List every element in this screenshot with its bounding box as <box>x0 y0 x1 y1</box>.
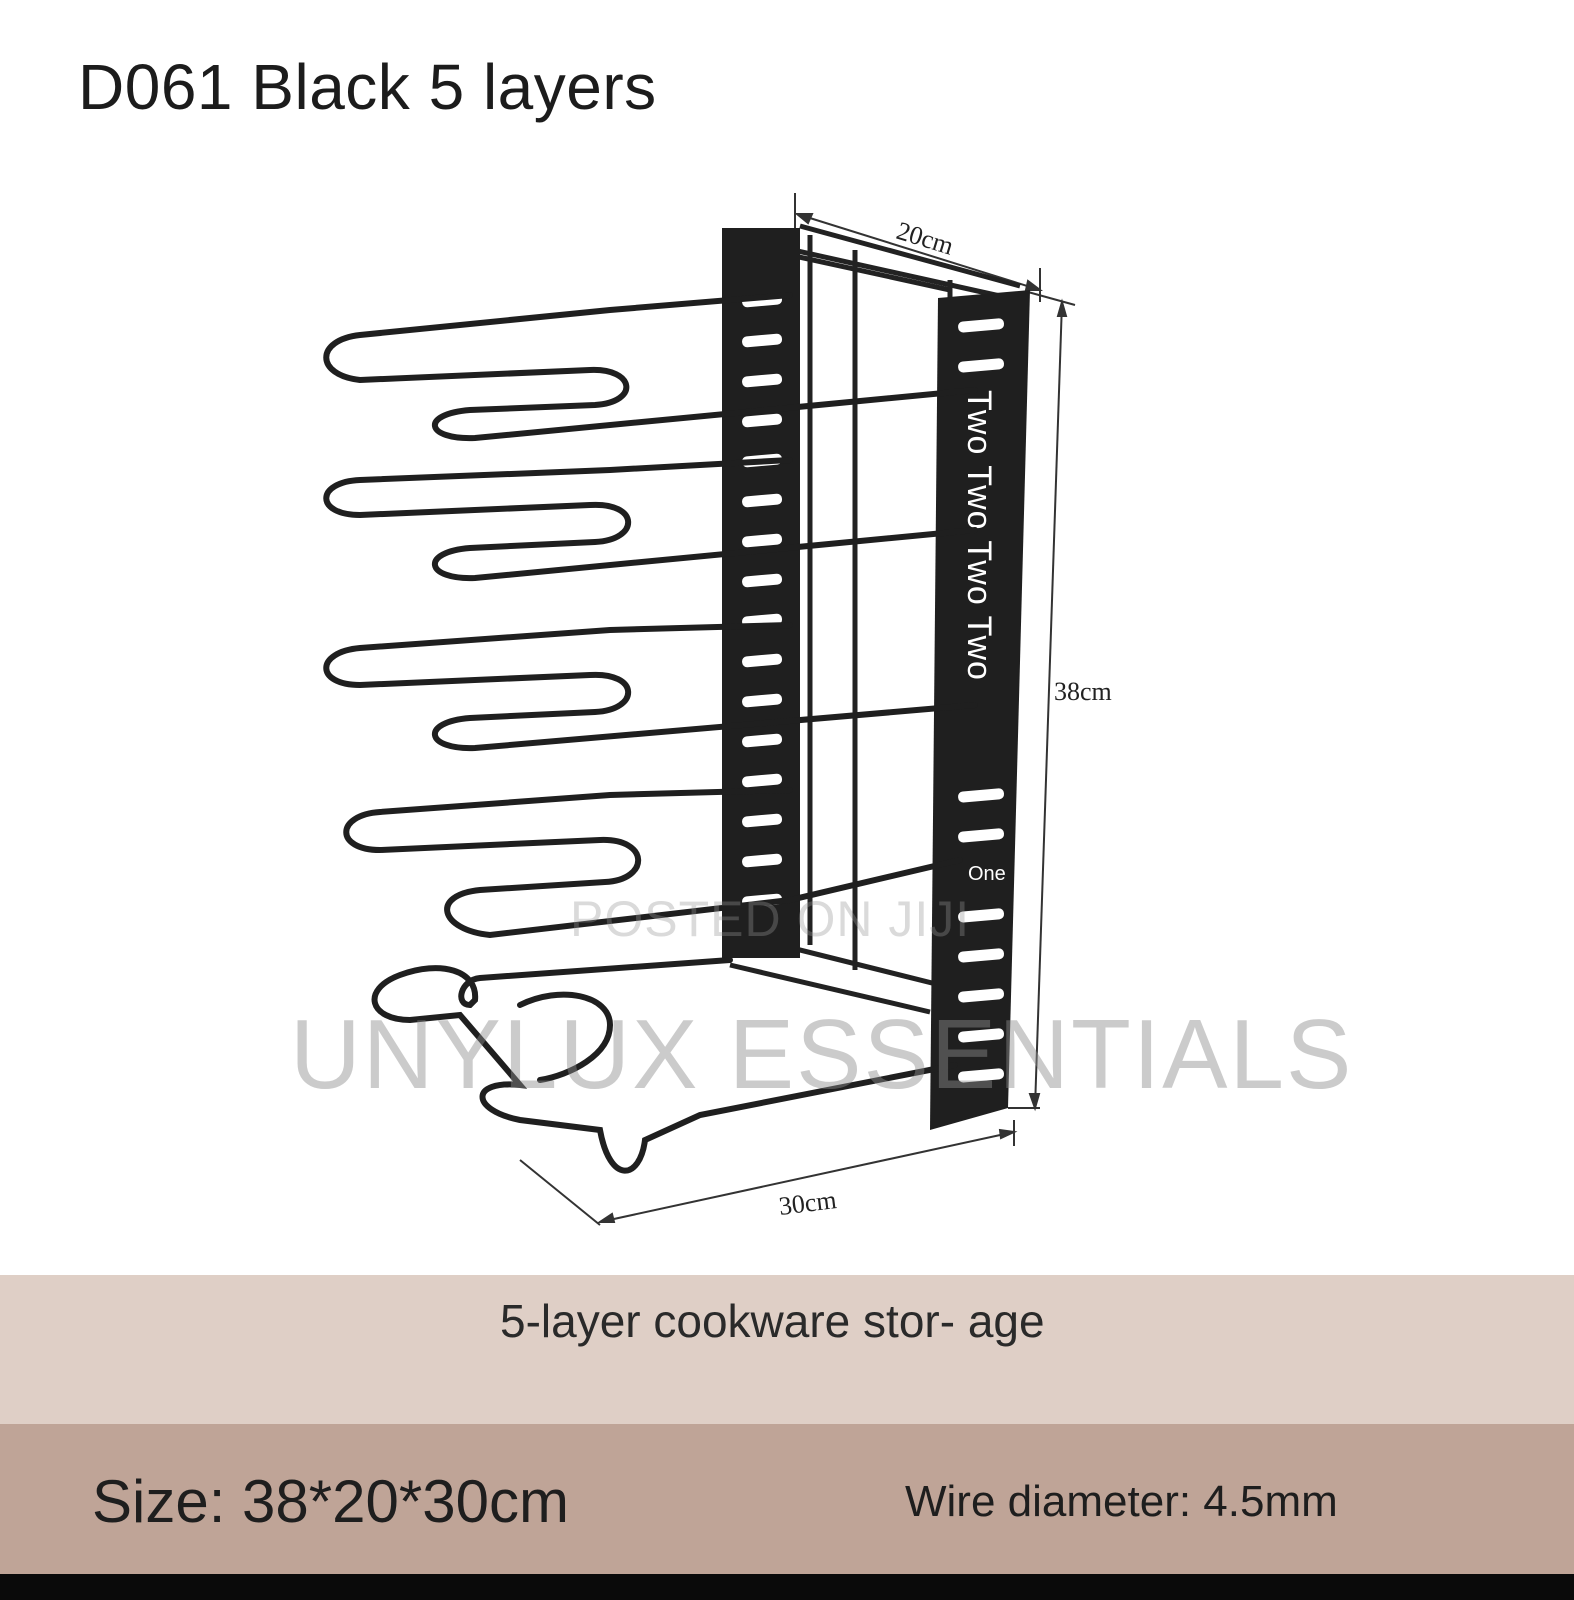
product-description: 5-layer cookware stor- age <box>500 1295 1045 1347</box>
size-spec: Size: 38*20*30cm <box>92 1468 569 1535</box>
rack-diagram: 20cm 38cm 30cm <box>323 193 1112 1226</box>
product-title: D061 Black 5 layers <box>78 51 657 123</box>
specs-band: Size: 38*20*30cm Wire diameter: 4.5mm <box>0 1424 1574 1574</box>
shelf-wire-1 <box>323 292 978 442</box>
base-wire <box>371 957 958 1174</box>
wire-diameter-spec: Wire diameter: 4.5mm <box>905 1477 1338 1526</box>
height-label: 38cm <box>1054 677 1112 706</box>
watermark-small: POSTED ON JIJI <box>570 891 971 947</box>
description-band: 5-layer cookware stor- age <box>0 1275 1574 1424</box>
base-wire-loop <box>517 991 614 1083</box>
left-side-panel <box>722 228 800 958</box>
right-side-panel: Two Two Two Two One <box>930 290 1030 1130</box>
panel-one-text: One <box>968 863 1006 885</box>
panel-two-text: Two Two Two Two <box>960 390 998 681</box>
watermark-large: UNYLUX ESSENTIALS <box>290 999 1354 1109</box>
shelf-wire-4 <box>343 787 963 939</box>
right-panel-slots <box>958 318 1005 1083</box>
dimension-lines <box>519 193 1076 1226</box>
shelf-wire-2 <box>323 457 978 582</box>
shelf-wires <box>323 292 978 1174</box>
bottom-bar <box>0 1574 1574 1600</box>
shelf-wire-3 <box>323 622 978 752</box>
depth-label: 30cm <box>777 1185 838 1221</box>
